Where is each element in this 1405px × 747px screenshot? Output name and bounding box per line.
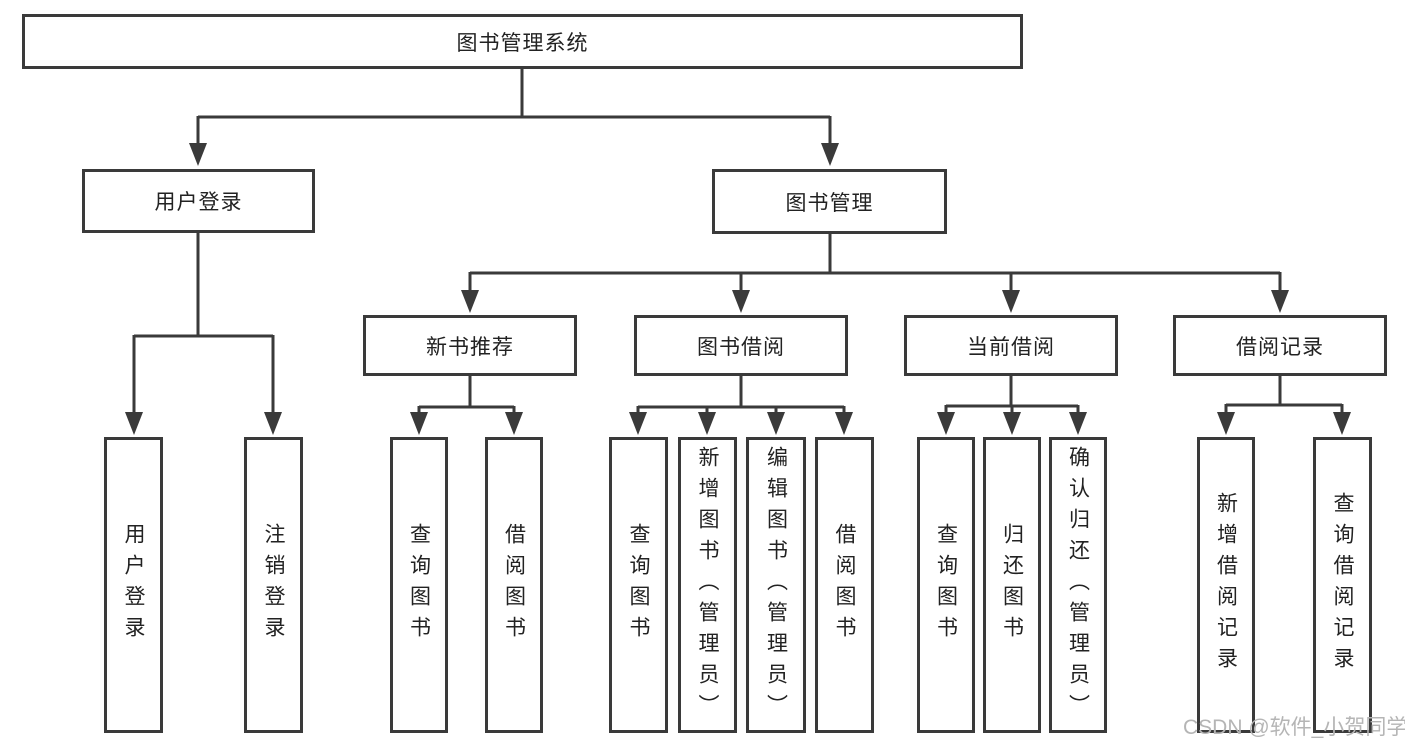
leaf-return-book: 归还图书 [983, 437, 1041, 733]
leaf-confirm-return-admin: 确认归还（管理员） [1049, 437, 1107, 733]
node-label: 图书借阅 [697, 335, 785, 359]
node-label: 图书管理 [785, 191, 874, 215]
node-label: 查询图书 [627, 523, 650, 647]
node-label: 新增借阅记录 [1214, 492, 1238, 678]
node-label: 新书推荐 [426, 335, 514, 359]
connectors-book-borrow [629, 376, 853, 435]
leaf-edit-book-admin: 编辑图书（管理员） [746, 437, 806, 733]
leaf-borrow-books-recommend: 借阅图书 [485, 437, 543, 733]
leaf-query-books-current: 查询图书 [917, 437, 975, 733]
node-label: 当前借阅 [967, 335, 1055, 359]
node-borrow-records: 借阅记录 [1173, 315, 1387, 376]
watermark-text: CSDN @软件_小贺同学 [1183, 716, 1405, 739]
connectors-root [189, 69, 839, 166]
node-label: 注销登录 [262, 523, 285, 647]
node-label: 图书管理系统 [456, 31, 589, 55]
node-label: 借阅图书 [833, 523, 856, 647]
node-new-book-recommend: 新书推荐 [363, 315, 577, 376]
connectors-user-login [125, 233, 282, 435]
connectors-current-borrow [937, 376, 1087, 435]
node-label: 新增图书（管理员） [696, 445, 719, 725]
node-label: 查询图书 [934, 523, 958, 647]
node-current-borrow: 当前借阅 [904, 315, 1118, 376]
leaf-user-login: 用户登录 [104, 437, 163, 733]
leaf-logout: 注销登录 [244, 437, 303, 733]
node-book-borrow: 图书借阅 [634, 315, 848, 376]
leaf-borrow-books: 借阅图书 [815, 437, 874, 733]
connectors-new-book-recommend [410, 376, 523, 435]
node-user-login: 用户登录 [82, 169, 315, 233]
node-book-management: 图书管理 [712, 169, 947, 234]
connectors-book-management [461, 234, 1289, 313]
node-label: 编辑图书（管理员） [764, 445, 788, 725]
node-label: 用户登录 [154, 191, 243, 214]
leaf-query-borrow-record: 查询借阅记录 [1313, 437, 1372, 733]
node-label: 查询图书 [407, 523, 431, 647]
node-label: 查询借阅记录 [1331, 492, 1354, 678]
node-label: 归还图书 [1000, 523, 1024, 647]
node-root: 图书管理系统 [22, 14, 1023, 69]
node-label: 借阅记录 [1236, 335, 1324, 359]
connectors-borrow-records [1217, 376, 1351, 435]
leaf-query-books-borrow: 查询图书 [609, 437, 668, 733]
leaf-add-book-admin: 新增图书（管理员） [678, 437, 737, 733]
node-label: 确认归还（管理员） [1066, 445, 1090, 725]
node-label: 用户登录 [122, 523, 145, 647]
leaf-add-borrow-record: 新增借阅记录 [1197, 437, 1255, 733]
leaf-query-books-recommend: 查询图书 [390, 437, 448, 733]
node-label: 借阅图书 [502, 523, 526, 647]
